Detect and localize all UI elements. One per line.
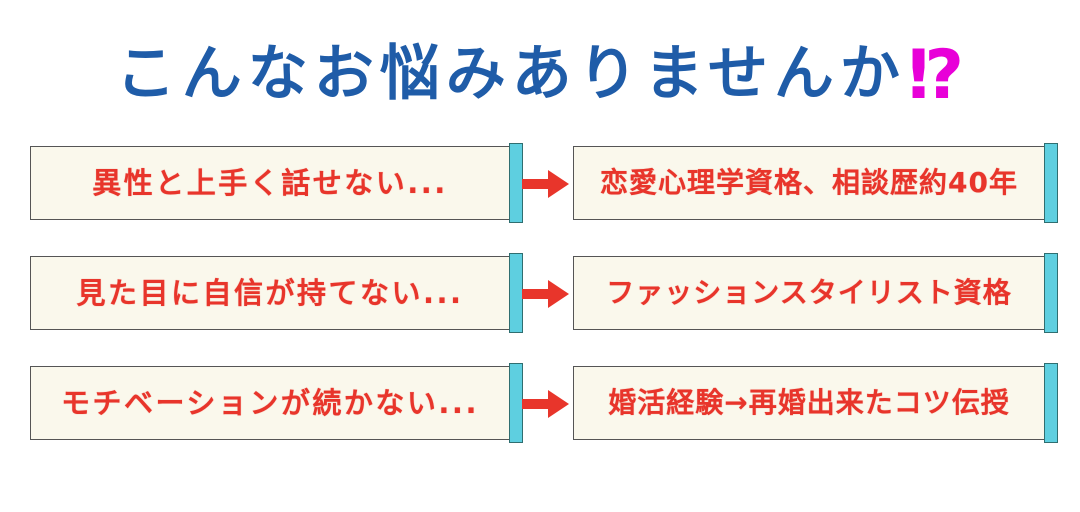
accent-bar bbox=[1044, 363, 1058, 443]
accent-bar bbox=[509, 363, 523, 443]
problem-solution-row: モチベーションが続かない... 婚活経験→再婚出来たコツ伝授 bbox=[0, 363, 1080, 448]
problem-text: 異性と上手く話せない... bbox=[92, 165, 448, 200]
solution-card: ファッションスタイリスト資格 bbox=[573, 253, 1058, 337]
solution-text: 恋愛心理学資格、相談歴約40年 bbox=[600, 166, 1018, 199]
accent-bar bbox=[1044, 143, 1058, 223]
problem-solution-row: 異性と上手く話せない... 恋愛心理学資格、相談歴約40年 bbox=[0, 143, 1080, 228]
accent-bar bbox=[1044, 253, 1058, 333]
right-arrow-icon bbox=[522, 279, 570, 309]
interrobang-mark: ⁉ bbox=[907, 36, 965, 115]
right-arrow-icon bbox=[522, 389, 570, 419]
problem-solution-row: 見た目に自信が持てない... ファッションスタイリスト資格 bbox=[0, 253, 1080, 338]
problem-card: 見た目に自信が持てない... bbox=[30, 253, 523, 337]
solution-text: ファッションスタイリスト資格 bbox=[606, 276, 1012, 309]
page-title-text: こんなお悩みありませんか bbox=[115, 39, 906, 109]
problem-text: 見た目に自信が持てない... bbox=[76, 275, 464, 310]
accent-bar bbox=[509, 253, 523, 333]
problem-text: モチベーションが続かない... bbox=[61, 385, 479, 420]
solution-text: 婚活経験→再婚出来たコツ伝授 bbox=[608, 386, 1010, 419]
right-arrow-icon bbox=[522, 169, 570, 199]
solution-card: 婚活経験→再婚出来たコツ伝授 bbox=[573, 363, 1058, 447]
accent-bar bbox=[509, 143, 523, 223]
solution-card: 恋愛心理学資格、相談歴約40年 bbox=[573, 143, 1058, 227]
problem-card: モチベーションが続かない... bbox=[30, 363, 523, 447]
problem-card: 異性と上手く話せない... bbox=[30, 143, 523, 227]
page-title: こんなお悩みありませんか ⁉ bbox=[0, 24, 1080, 124]
